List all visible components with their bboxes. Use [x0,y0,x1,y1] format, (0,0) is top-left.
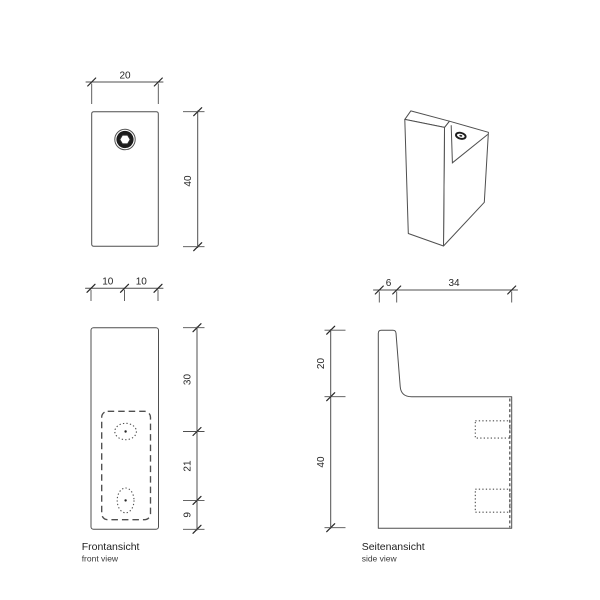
hole-center-mark [124,430,127,433]
dim-label-back-depth: 34 [448,278,460,289]
side-view: 6 34 20 40 Seitenansicht side view [316,278,518,564]
dimension-tick [392,285,402,295]
dimension-tick [86,283,96,293]
perspective-screw-hole [455,131,467,140]
top-view: 20 40 [85,71,205,252]
top-view-height-dimension: 40 [183,107,205,252]
hidden-hole-top [114,422,137,441]
screw-hole-icon [455,131,467,140]
dim-label-upper-height: 20 [316,358,327,370]
perspective-front-face [404,118,445,247]
dimension-tick [153,77,163,87]
side-view-subtitle: side view [362,554,398,564]
screw-head-outer-icon [114,128,136,151]
dimension-tick [119,283,130,293]
front-view: 10 10 30 21 9 Frontansicht front view [82,276,205,564]
dim-label-height: 40 [183,175,194,187]
side-view-depth-dimension: 6 34 [373,278,518,303]
dim-label-seg-mid: 21 [183,460,194,472]
front-view-width-dimension: 10 10 [85,276,164,301]
dim-label-width: 20 [119,71,131,82]
hidden-mounting-plate [101,410,152,521]
side-view-height-dimension: 20 40 [316,325,346,533]
side-view-outline [377,329,513,529]
dimension-tick [153,283,163,293]
perspective-notch-edge [450,125,488,164]
hidden-fixing-top [474,420,511,439]
screw-hole-center [459,134,463,137]
dimension-tick [374,285,384,295]
dim-label-lower-height: 40 [316,456,327,468]
perspective-view [404,110,489,247]
front-view-subtitle: front view [82,554,119,564]
side-view-title: Seitenansicht [362,541,425,553]
dim-label-half-left: 10 [102,276,114,287]
hidden-fixing-bottom [474,488,511,513]
top-view-outline [91,111,159,247]
front-view-height-dimension: 30 21 9 [183,323,205,534]
hidden-hole-bottom [116,487,135,514]
front-view-outline [90,327,159,530]
dim-label-half-right: 10 [136,276,148,287]
hex-socket-icon [119,134,131,145]
dim-label-front-depth: 6 [386,278,392,289]
top-view-width-dimension: 20 [85,71,164,104]
front-view-title: Frontansicht [82,541,140,553]
dim-label-seg-bottom: 9 [183,512,194,518]
dimension-tick [507,285,517,295]
hole-center-mark [124,499,127,502]
dim-label-seg-top: 30 [183,374,194,386]
dimension-tick [87,77,97,87]
